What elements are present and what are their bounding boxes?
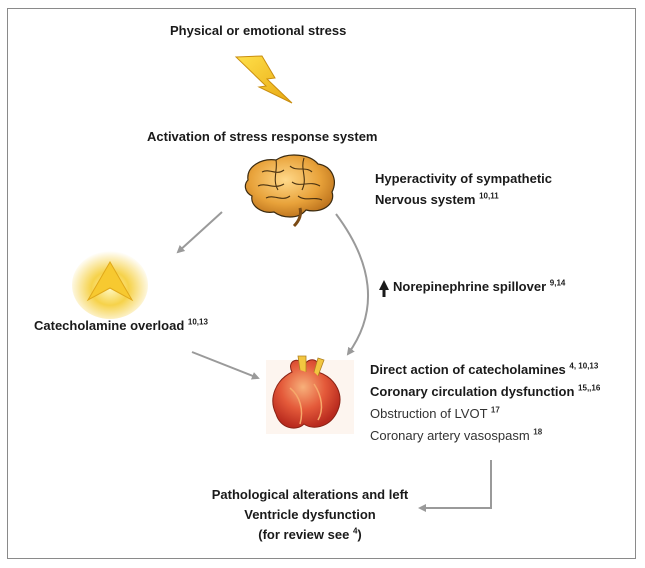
effect-direct-action: Direct action of catecholamines 4, 10,13 (370, 361, 599, 377)
effect-lvot-obstruction-ref: 17 (490, 405, 500, 415)
brain-icon (244, 154, 335, 228)
catecholamine-overload-ref: 10,13 (187, 317, 208, 327)
effect-coronary-circulation-ref: 15,,16 (578, 383, 601, 393)
lightning-icon (234, 55, 293, 104)
effect-vasospasm-ref: 18 (533, 427, 543, 437)
arrow-brain-to-overload (176, 211, 223, 254)
norepinephrine-label: Norepinephrine spillover 9,14 (393, 278, 566, 294)
norepinephrine-ref: 9,14 (549, 278, 566, 288)
effect-direct-action-ref: 4, 10,13 (569, 361, 599, 371)
arrow-overload-to-heart (191, 351, 260, 380)
catecholamine-glow-icon (72, 251, 148, 319)
arrow-heart-to-outcome (418, 460, 492, 512)
outcome-line1: Pathological alterations and left (211, 487, 409, 502)
effect-vasospasm: Coronary artery vasospasm 18 (370, 427, 543, 443)
effect-lvot-obstruction: Obstruction of LVOT 17 (370, 405, 500, 421)
hyperactivity-ref: 10,11 (479, 191, 499, 201)
up-arrow-icon (379, 280, 389, 297)
diagram-frame (7, 8, 636, 559)
outcome-line2: Ventricle dysfunction (244, 507, 376, 522)
stress-title: Physical or emotional stress (170, 23, 347, 38)
hyperactivity-line2: Nervous system 10,11 (375, 191, 499, 207)
catecholamine-overload-label: Catecholamine overload 10,13 (34, 317, 208, 333)
heart-icon (266, 355, 354, 434)
effect-coronary-circulation: Coronary circulation dysfunction 15,,16 (370, 383, 601, 399)
outcome-line3: (for review see 4) (258, 526, 362, 542)
arrow-brain-to-heart (335, 213, 369, 356)
outcome-ref: 4 (352, 526, 358, 536)
hyperactivity-line1: Hyperactivity of sympathetic (375, 171, 553, 186)
activation-label: Activation of stress response system (147, 129, 378, 144)
